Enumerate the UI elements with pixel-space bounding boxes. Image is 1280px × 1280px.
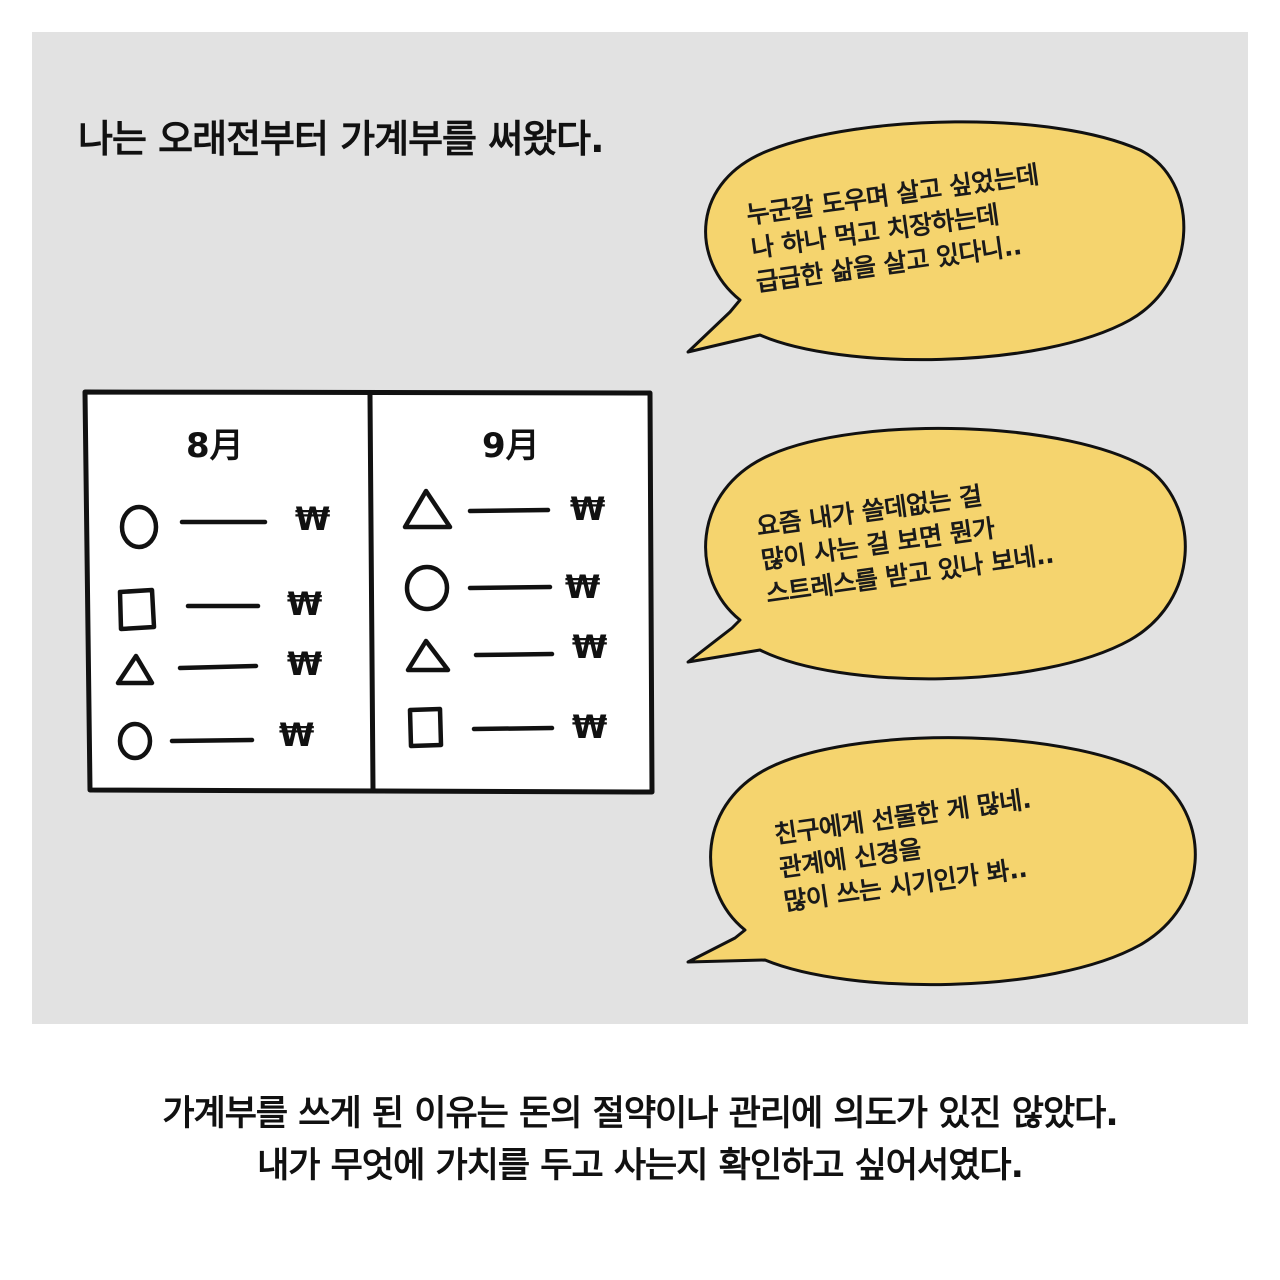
circle-icon xyxy=(404,564,450,612)
won-sign-icon: ₩ xyxy=(572,628,608,666)
square-icon xyxy=(407,706,444,749)
speech-bubble-1 xyxy=(686,120,1186,362)
won-sign-icon: ₩ xyxy=(572,708,608,746)
triangle-icon xyxy=(402,488,453,530)
won-sign-icon: ₩ xyxy=(279,716,315,754)
circle-icon xyxy=(119,504,159,550)
month-label-august: 8月 xyxy=(186,426,244,466)
narration-text: 나는 오래전부터 가계부를 써왔다. xyxy=(78,117,605,161)
triangle-icon xyxy=(405,638,451,673)
won-sign-icon: ₩ xyxy=(287,585,323,623)
ledger-left-items xyxy=(115,504,268,761)
month-label-september: 9月 xyxy=(482,426,540,466)
ledger-book xyxy=(82,389,655,795)
ledger-right-items xyxy=(402,488,555,749)
won-sign-icon: ₩ xyxy=(570,490,606,528)
circle-icon xyxy=(117,721,153,761)
triangle-icon xyxy=(115,653,155,686)
speech-bubble-2 xyxy=(686,426,1187,681)
speech-bubble-3 xyxy=(686,736,1197,987)
won-sign-icon: ₩ xyxy=(565,568,601,606)
caption-line-2: 내가 무엇에 가치를 두고 사는지 확인하고 싶어서였다. xyxy=(257,1146,1024,1186)
won-sign-icon: ₩ xyxy=(295,500,331,538)
square-icon xyxy=(117,587,157,632)
won-sign-icon: ₩ xyxy=(287,645,323,683)
caption-line-1: 가계부를 쓰게 된 이유는 돈의 절약이나 관리에 의도가 있진 않았다. xyxy=(162,1094,1118,1134)
